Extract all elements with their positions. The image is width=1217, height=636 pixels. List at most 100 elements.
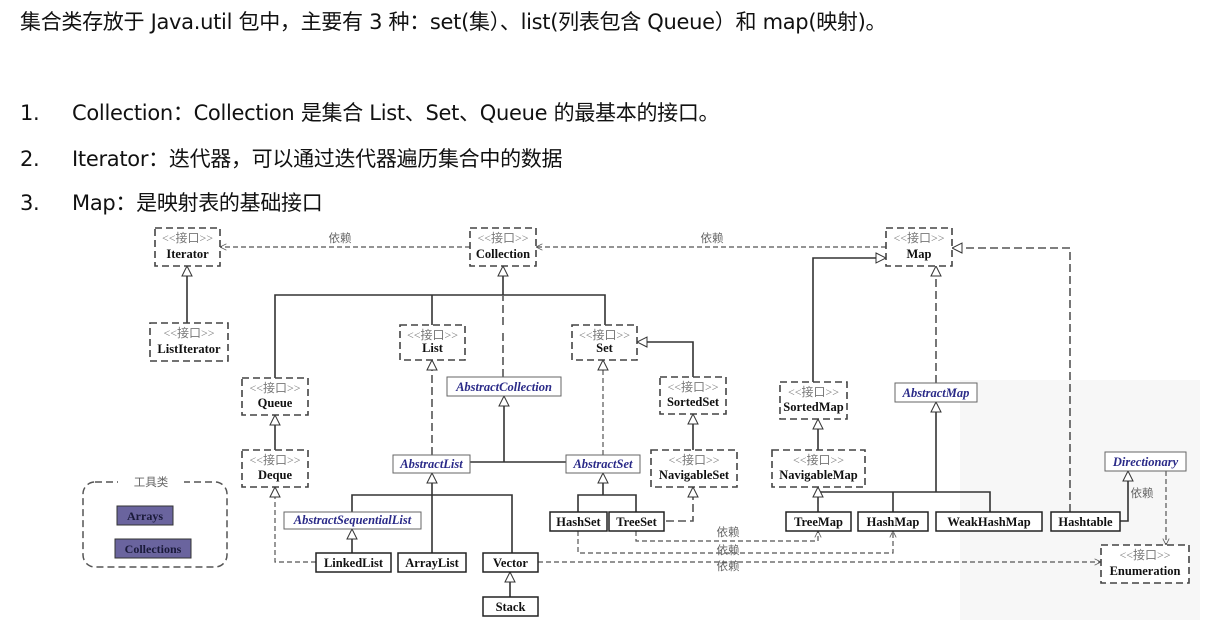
interface-box [149, 322, 229, 362]
dependency-label: 依赖 [717, 543, 740, 557]
abstract-class-box [446, 376, 562, 397]
node-hash-set: HashSet [549, 511, 608, 532]
list-number: 2. [20, 147, 40, 171]
abstract-class-name: AbstractCollection [455, 380, 552, 394]
interface-box [779, 381, 848, 420]
interface-box [241, 377, 309, 416]
node-abstract-collection: AbstractCollection [446, 376, 562, 397]
interface-name: Deque [258, 468, 292, 482]
abstract-class-box [392, 454, 471, 474]
interface-box [771, 449, 866, 488]
utility-group: 工具类 Arrays Collections [82, 474, 228, 568]
stereotype-label: <<接口>> [163, 325, 214, 340]
list-item-map: 3. Map：是映射表的基础接口 [20, 187, 323, 217]
interface-box [1100, 544, 1190, 584]
dependency-label: 依赖 [1131, 486, 1154, 500]
nodes: <<接口>>Iterator<<接口>>Collection<<接口>>Map<… [149, 227, 1190, 617]
node-hash-map: HashMap [857, 511, 929, 532]
node-deque: <<接口>>Deque [241, 449, 309, 488]
abstract-class-box [283, 511, 422, 530]
node-enumeration: <<接口>> Enumeration [1100, 544, 1190, 584]
node-iterator: <<接口>> Iterator [154, 227, 221, 267]
edge-hashtable-map [952, 248, 1071, 512]
node-stack: Stack [482, 596, 539, 617]
stereotype-label: <<接口>> [249, 380, 300, 395]
node-array-list: ArrayList [397, 552, 467, 573]
interface-box [469, 227, 537, 267]
dependency-label: 依赖 [717, 559, 740, 573]
interface-box [659, 376, 727, 415]
stereotype-label: <<接口>> [1119, 547, 1170, 562]
interface-name: NavigableMap [779, 468, 858, 482]
interface-box [154, 227, 221, 267]
class-box [549, 511, 608, 532]
edge-treeset-navigableset [666, 487, 693, 522]
stereotype-label: <<接口>> [579, 327, 630, 342]
edge-collection-branch [274, 294, 606, 378]
node-abstract-sequential-list: AbstractSequentialList [283, 511, 422, 530]
interface-name: Iterator [166, 247, 209, 261]
class-box [482, 596, 539, 617]
class-name: WeakHashMap [947, 515, 1030, 529]
dependency-label: 依赖 [701, 231, 724, 245]
node-map: <<接口>> Map [885, 227, 953, 267]
node-abstract-list: AbstractList [392, 454, 471, 474]
node-sorted-map: <<接口>>SortedMap [779, 381, 848, 420]
node-vector: Vector [482, 552, 539, 573]
list-item-collection: 1.Collection：Collection 是集合 List、Set、Que… [20, 97, 720, 127]
stereotype-label: <<接口>> [162, 230, 213, 245]
dependency-label: 依赖 [717, 525, 740, 539]
interface-box [241, 449, 309, 488]
node-weak-hash-map: WeakHashMap [935, 511, 1043, 532]
interface-name: Enumeration [1110, 564, 1181, 578]
collections-util-label: Collections [125, 542, 182, 556]
class-box [935, 511, 1043, 532]
list-number: 1. [20, 101, 40, 125]
class-name: LinkedList [324, 556, 384, 570]
stereotype-label: <<接口>> [893, 230, 944, 245]
class-name: HashMap [867, 515, 920, 529]
node-tree-map: TreeMap [785, 511, 852, 532]
stereotype-label: <<接口>> [477, 230, 528, 245]
interface-box [571, 324, 638, 361]
class-box [315, 552, 392, 573]
edges [187, 247, 1166, 597]
class-name: TreeMap [794, 515, 843, 529]
class-box [857, 511, 929, 532]
edge-linkedlist-deque [275, 487, 316, 563]
arrays-box [116, 505, 174, 526]
class-box [397, 552, 467, 573]
interface-name: SortedSet [667, 395, 720, 409]
class-name: HashSet [556, 515, 601, 529]
node-list: <<接口>>List [399, 324, 466, 361]
node-linked-list: LinkedList [315, 552, 392, 573]
list-number: 3. [20, 191, 40, 215]
interface-name: Collection [476, 247, 530, 261]
node-sorted-set: <<接口>>SortedSet [659, 376, 727, 415]
node-navigable-set: <<接口>>NavigableSet [650, 449, 738, 488]
list-text: Map：是映射表的基础接口 [72, 191, 323, 215]
class-name: ArrayList [405, 556, 459, 570]
interface-name: Queue [258, 396, 293, 410]
interface-name: ListIterator [157, 342, 221, 356]
interface-box [885, 227, 953, 267]
class-name: Stack [496, 600, 526, 614]
list-item-iterator: 2.Iterator：迭代器，可以通过迭代器遍历集合中的数据 [20, 143, 562, 173]
stereotype-label: <<接口>> [249, 452, 300, 467]
node-collection: <<接口>> Collection [469, 227, 537, 267]
edge-hashset-hashmap [577, 531, 893, 554]
intro-paragraph: 集合类存放于 Java.util 包中，主要有 3 种：set(集）、list(… [20, 10, 887, 34]
node-hashtable: Hashtable [1050, 511, 1121, 532]
stereotype-label: <<接口>> [793, 452, 844, 467]
interface-name: List [422, 341, 444, 355]
node-navigable-map: <<接口>>NavigableMap [771, 449, 866, 488]
abstract-class-box [565, 454, 641, 474]
abstract-class-name: AbstractSequentialList [293, 513, 412, 527]
stereotype-label: <<接口>> [667, 379, 718, 394]
class-box [482, 552, 539, 573]
node-queue: <<接口>>Queue [241, 377, 309, 416]
edge-sortedset-set [637, 342, 694, 377]
interface-box [399, 324, 466, 361]
interface-name: Map [907, 247, 932, 261]
